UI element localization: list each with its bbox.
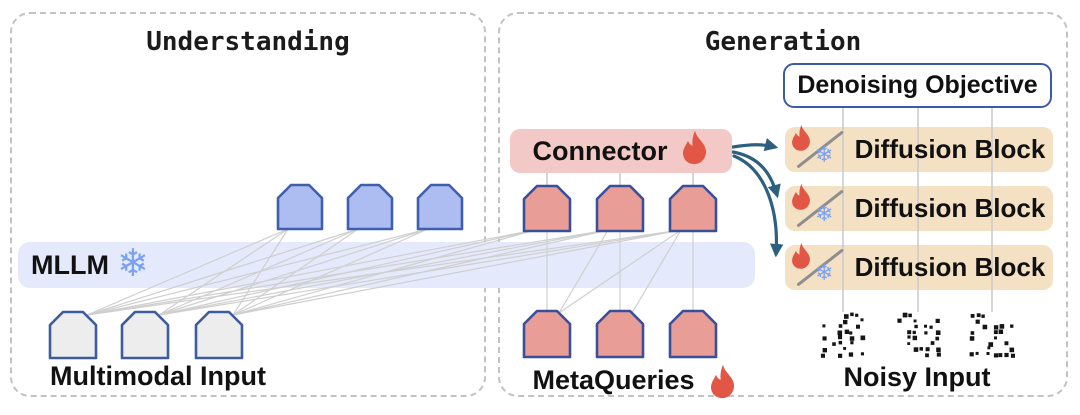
panel-title-generation: Generation bbox=[704, 27, 862, 57]
fire-or-snowflake-icon: ❄ bbox=[787, 242, 844, 290]
snowflake-icon: ❄ bbox=[815, 260, 834, 285]
diffusion-block-label: Diffusion Block bbox=[854, 134, 1046, 164]
fire-icon bbox=[792, 124, 810, 151]
metaqueries-label-row: MetaQueries bbox=[505, 355, 765, 406]
diffusion-block-2: ❄ Diffusion Block bbox=[785, 183, 1053, 231]
mllm-label: MLLM bbox=[31, 249, 109, 280]
snowflake-icon: ❄ bbox=[815, 142, 834, 167]
diffusion-block-label: Diffusion Block bbox=[854, 193, 1046, 223]
panel-understanding: Understanding bbox=[10, 12, 486, 397]
connector-box: Connector bbox=[510, 129, 732, 173]
fire-icon bbox=[792, 242, 810, 269]
panel-title-understanding: Understanding bbox=[146, 27, 350, 57]
noisy-input-label: Noisy Input bbox=[843, 362, 991, 392]
denoising-objective-box: Denoising Objective bbox=[783, 63, 1052, 108]
fire-or-snowflake-icon: ❄ bbox=[787, 183, 844, 231]
connector-label: Connector bbox=[532, 135, 668, 166]
denoising-objective-label: Denoising Objective bbox=[797, 71, 1038, 99]
fire-icon bbox=[682, 130, 706, 164]
diffusion-block-3: ❄ Diffusion Block bbox=[785, 242, 1053, 290]
mllm-bar: MLLM ❄ bbox=[18, 242, 755, 288]
diffusion-block-1: ❄ Diffusion Block bbox=[785, 124, 1053, 172]
fire-or-snowflake-icon: ❄ bbox=[787, 124, 844, 172]
snowflake-icon: ❄ bbox=[815, 201, 834, 226]
panel-generation: Generation bbox=[498, 12, 1068, 397]
fire-icon bbox=[710, 364, 734, 399]
metaqueries-label: MetaQueries bbox=[532, 365, 695, 395]
fire-icon bbox=[792, 183, 810, 210]
snowflake-icon: ❄ bbox=[116, 242, 149, 285]
diffusion-block-label: Diffusion Block bbox=[854, 252, 1046, 282]
multimodal-input-label: Multimodal Input bbox=[50, 361, 266, 391]
